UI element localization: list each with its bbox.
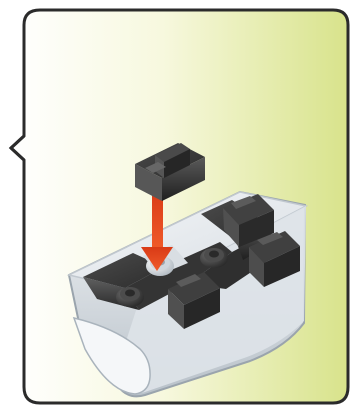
right-stud	[200, 248, 228, 268]
left-stud	[116, 287, 144, 307]
